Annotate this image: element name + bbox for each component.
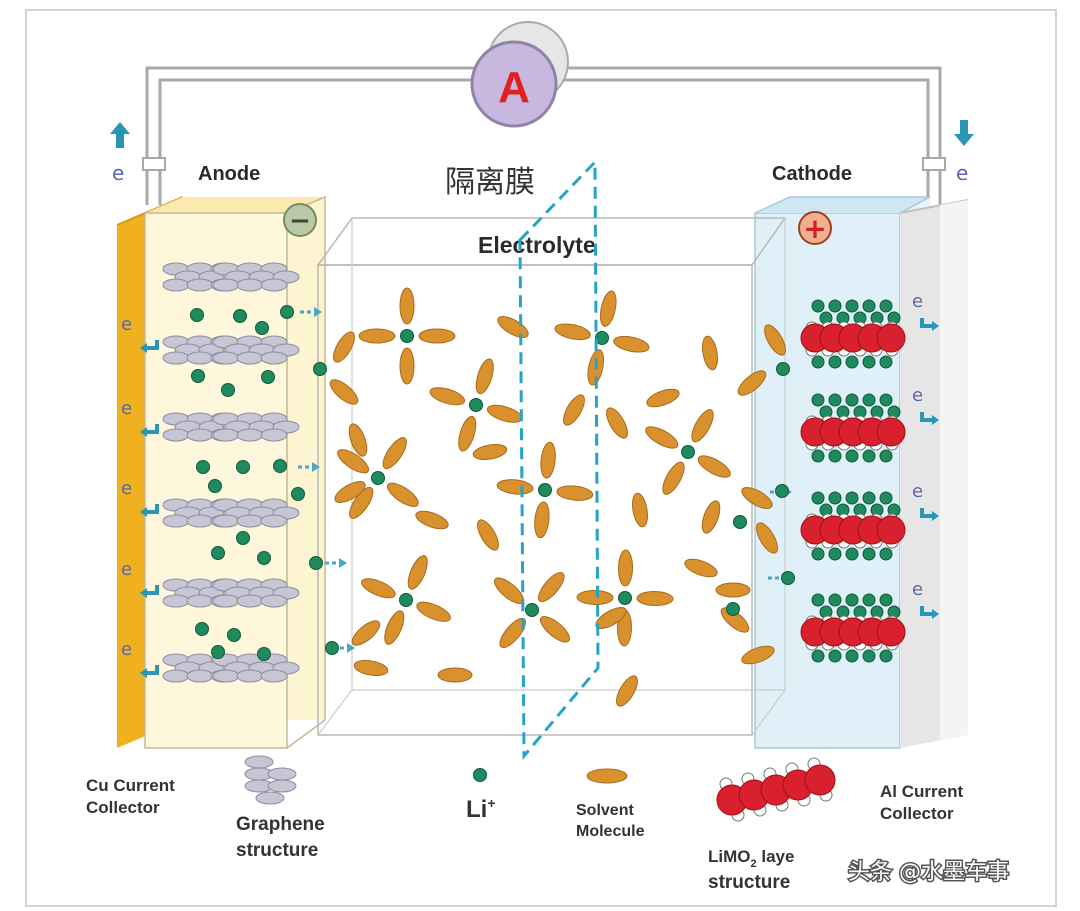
solvent-molecule (741, 487, 773, 509)
solvent-molecule (756, 522, 778, 554)
solvent-molecule (334, 481, 366, 503)
solvation-shell (494, 572, 570, 648)
svg-text:e: e (912, 291, 923, 312)
legend-limo2-line2: structure (708, 872, 790, 893)
li-ion (726, 602, 740, 616)
limo2-layer (800, 299, 906, 369)
solvent-molecule (333, 331, 355, 363)
watermark: 头条 @水墨车事 (847, 859, 1011, 887)
legend-graphene-line1: Graphene (236, 814, 325, 835)
legend-solvent-icon (586, 768, 628, 784)
cathode-label: Cathode (772, 163, 852, 185)
legend-li-ion-icon (473, 768, 487, 782)
cathode-electron-flow: e e e e (912, 291, 941, 621)
li-ion (325, 641, 339, 655)
solvation-shell (361, 555, 451, 645)
solvent-molecule (606, 407, 628, 439)
svg-text:e: e (912, 385, 923, 406)
anode-sign-icon: − (283, 203, 317, 237)
legend-solvent-line2: Molecule (576, 823, 645, 840)
solvent-molecule (737, 370, 767, 396)
solvent-molecule (741, 645, 775, 665)
limo2-layers (800, 299, 906, 663)
solvation-shell (496, 441, 594, 539)
ammeter: A (470, 21, 569, 128)
svg-text:e: e (121, 314, 132, 335)
legend-limo2-icon (716, 757, 836, 822)
svg-text:e: e (121, 478, 132, 499)
image-border (25, 9, 1057, 907)
solvent-molecule (348, 423, 368, 457)
solvent-molecule (764, 324, 786, 356)
electrolyte-box (316, 217, 787, 736)
solvent-molecules (309, 287, 795, 707)
legend-solvent-line1: Solvent (576, 802, 634, 819)
svg-text:e: e (912, 579, 923, 600)
legend: Cu Current Collector Graphene structure … (86, 755, 963, 893)
solvation-shell (429, 358, 523, 452)
solvent-molecule (353, 660, 389, 676)
svg-text:e: e (912, 481, 923, 502)
solvent-molecule (632, 492, 648, 528)
solvent-molecule (415, 510, 449, 530)
solvation-shell (645, 409, 731, 495)
solvation-shell (554, 290, 650, 386)
li-ion (309, 556, 323, 570)
solvation-shell (576, 549, 674, 647)
legend-al-line1: Al Current (880, 782, 963, 801)
svg-text:e: e (121, 398, 132, 419)
al-current-collector (899, 199, 969, 748)
separator-membrane (518, 158, 600, 761)
electron-label-right: e (956, 161, 968, 185)
solvent-molecule (563, 394, 585, 426)
limo2-layer (800, 593, 906, 663)
limo2-layer (800, 491, 906, 561)
solvation-shell (337, 437, 419, 519)
ammeter-symbol: A (498, 63, 530, 112)
svg-text:e: e (121, 559, 132, 580)
solvent-molecule (351, 620, 381, 646)
solvent-molecule (497, 316, 529, 338)
separator-label: 隔离膜 (445, 165, 535, 200)
svg-text:头条 @水墨车事: 头条 @水墨车事 (848, 860, 1009, 885)
legend-cu-line2: Collector (86, 798, 160, 817)
solvent-molecule (646, 388, 680, 408)
solvent-molecule (472, 444, 508, 460)
li-ion (776, 362, 790, 376)
limo2-layer (800, 393, 906, 463)
legend-graphene-line2: structure (236, 840, 318, 861)
solvent-molecule (616, 675, 638, 707)
legend-li-ion: Li+ (466, 795, 496, 823)
solvation-shell (358, 287, 456, 385)
svg-text:+: + (803, 212, 826, 245)
legend-graphene-icon (244, 755, 297, 805)
solvent-molecule (684, 558, 718, 578)
electron-in-arrow-icon (954, 120, 974, 146)
svg-text:e: e (121, 639, 132, 660)
solvent-molecule (715, 582, 751, 598)
svg-text:−: − (289, 206, 311, 236)
legend-al-line2: Collector (880, 804, 954, 823)
cathode-sign-icon: + (798, 211, 832, 245)
solvent-molecule (477, 519, 499, 551)
solvent-molecule (329, 379, 359, 405)
li-ion (313, 362, 327, 376)
solvent-molecule (437, 667, 473, 683)
li-ion (733, 515, 747, 529)
anode-label: Anode (198, 163, 260, 185)
li-ion (781, 571, 795, 585)
anode-electron-flow: e e e e e (121, 314, 159, 680)
electron-label-left: e (112, 161, 124, 185)
legend-cu-line1: Cu Current (86, 776, 175, 795)
electrolyte-label: Electrolyte (478, 232, 596, 258)
legend-limo2-line1: LiMO2 laye (708, 847, 794, 870)
solvent-molecule (701, 500, 721, 534)
solvent-molecule (702, 335, 718, 371)
li-ion (775, 484, 789, 498)
electron-out-arrow-icon (110, 122, 130, 148)
